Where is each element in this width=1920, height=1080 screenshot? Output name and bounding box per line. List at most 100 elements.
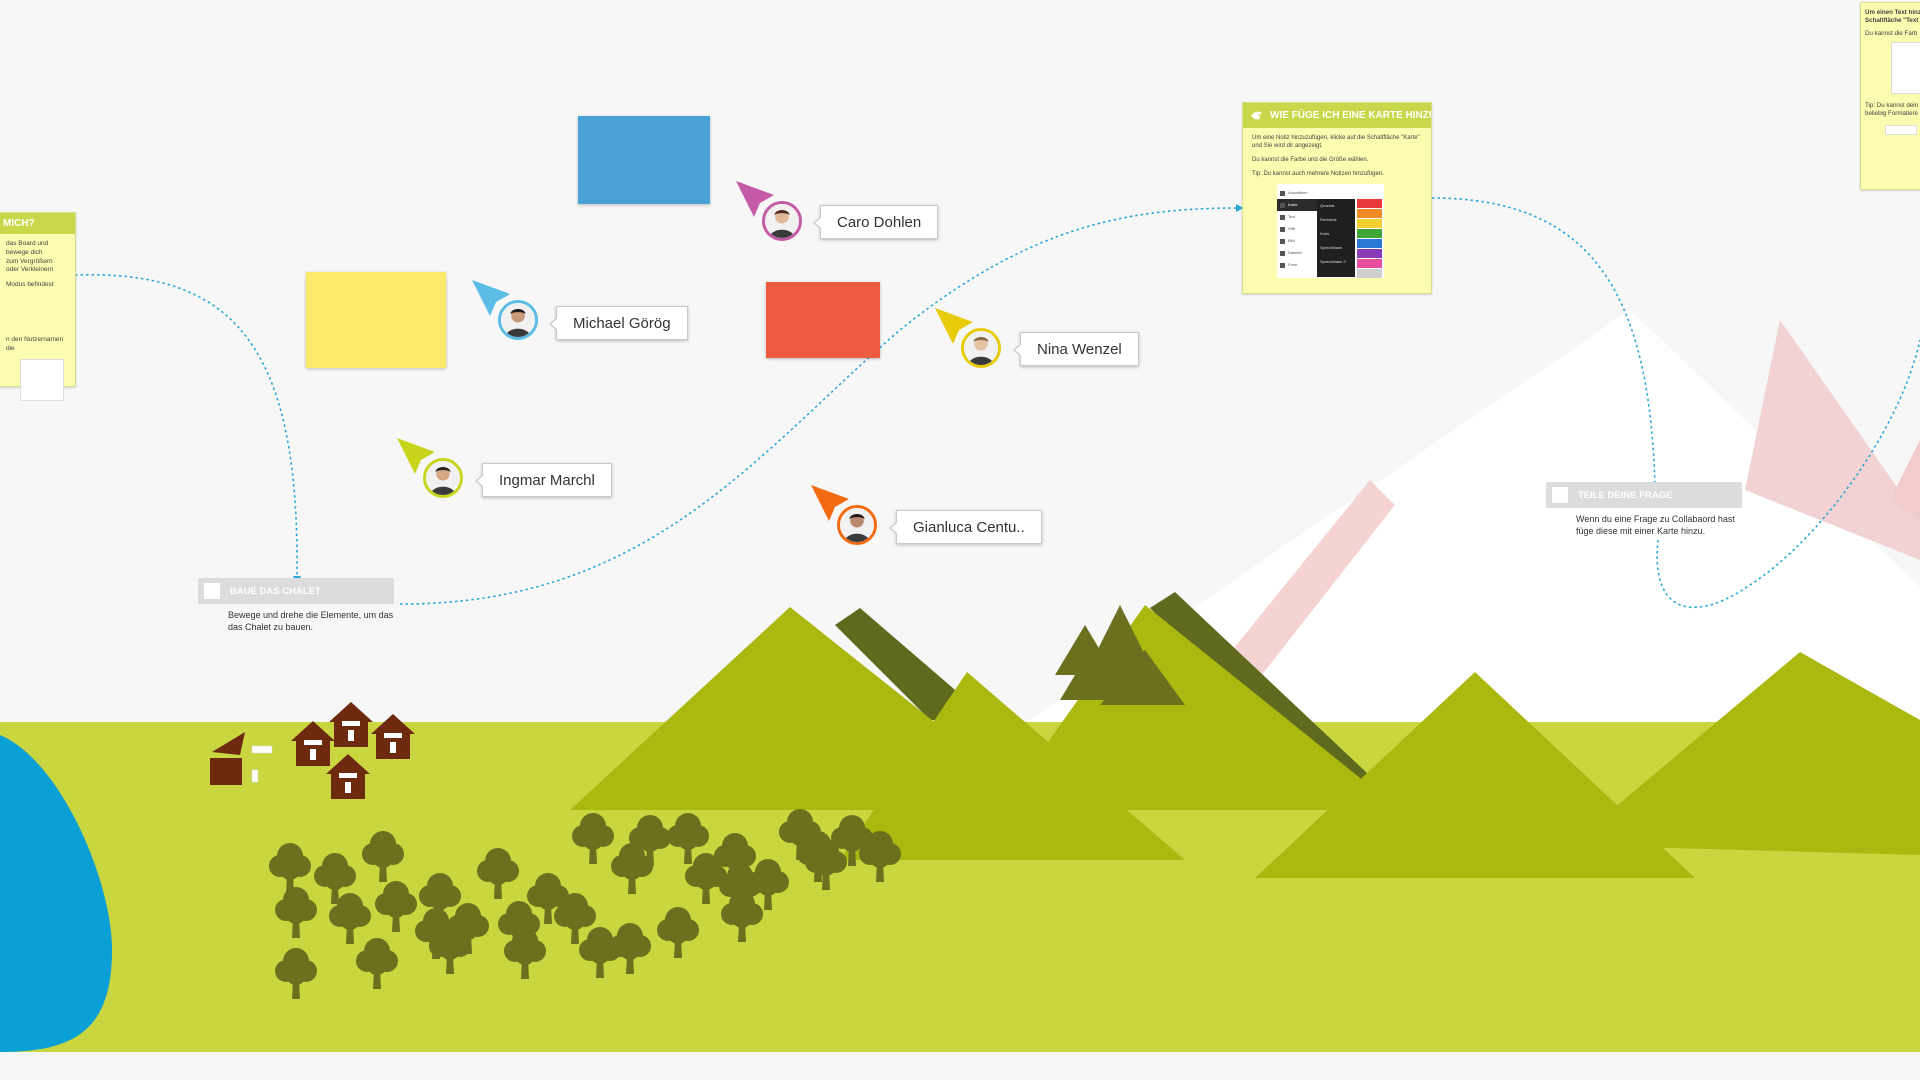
tree [579, 927, 621, 978]
tree [554, 893, 596, 944]
card-text: Um eine Notiz hinzuzufügen, klicke auf d… [1252, 135, 1420, 150]
color-swatch [1357, 249, 1382, 259]
tree [629, 815, 671, 866]
collaborator-name-tag: Michael Görög [549, 306, 688, 340]
card-how-to-add-text[interactable]: Um einen Text hinz Schaltfläche "Text Du… [1860, 2, 1920, 190]
card-header: WIE FÜGE ICH EINE KARTE HINZU? [1243, 103, 1431, 128]
color-swatch [1357, 239, 1382, 249]
collaborator-avatar[interactable] [423, 458, 463, 498]
tree [719, 863, 761, 914]
task-checkbox[interactable] [1552, 487, 1568, 503]
card-text: n den Nutzernamen die [6, 335, 64, 352]
menu-item: Text [1277, 211, 1317, 224]
submenu-item: Rechteck [1320, 217, 1337, 223]
chalet-house [329, 702, 373, 747]
tree [314, 853, 356, 904]
menu-item-icon [1280, 226, 1285, 232]
card-title: WIE FÜGE ICH EINE KARTE HINZU? [1270, 110, 1431, 121]
menu-item: Dateien [1277, 247, 1317, 260]
card-title: Schaltfläche "Text [1865, 17, 1919, 25]
card-how-to-add-card[interactable]: WIE FÜGE ICH EINE KARTE HINZU? Um eine N… [1242, 102, 1432, 294]
collaborator-avatar[interactable] [837, 505, 877, 545]
task-description: Wenn du eine Frage zu Collabaord hast fü… [1576, 514, 1735, 537]
collaborator-avatar[interactable] [498, 300, 538, 340]
task-title: TEILE DEINE FRAGE [1578, 489, 1673, 501]
tree [275, 887, 317, 938]
pink-ridge-left [1200, 480, 1395, 690]
tree [657, 907, 699, 958]
card-title: Um einen Text hinz [1865, 9, 1920, 16]
user-face-icon [501, 303, 535, 337]
color-swatch [1357, 219, 1382, 229]
chalet-house [371, 714, 415, 759]
card-body: Um einen Text hinz Schaltfläche "Text Du… [1861, 3, 1920, 141]
collaborator-avatar[interactable] [961, 328, 1001, 368]
tree [275, 948, 317, 999]
card-text: Du kannst die Farbe und die Größe wählen… [1252, 157, 1369, 164]
collaborator-name-tag: Ingmar Marchl [475, 463, 612, 497]
tree [477, 848, 519, 899]
tree [667, 813, 709, 864]
menu-item-label: Stift [1288, 226, 1295, 232]
user-face-icon [765, 204, 799, 238]
color-swatch [1357, 209, 1382, 219]
task-header: TEILE DEINE FRAGE [1546, 482, 1742, 508]
blue-sticky-note[interactable] [578, 116, 710, 204]
tree [527, 873, 569, 924]
color-swatch [1357, 229, 1382, 239]
green-mountain-3 [1000, 605, 1400, 810]
user-face-icon [426, 461, 460, 495]
menu-item-icon [1280, 190, 1285, 196]
chalet-house [291, 721, 335, 766]
menu-item-icon [1280, 238, 1285, 244]
menu-item-label: Dateien [1288, 250, 1302, 256]
menu-item-label: Auswählen [1288, 190, 1308, 196]
card-screenshot-thumbnail [20, 359, 64, 402]
hand-pointer-icon [1249, 108, 1264, 123]
card-text: beliebig Formatiere [1865, 110, 1918, 118]
tree [356, 938, 398, 989]
green-mountain-2 [840, 672, 1185, 860]
collaborator-name-tag: Nina Wenzel [1013, 332, 1139, 366]
task-title: BAUE DAS CHALET [230, 585, 321, 597]
menu-item: Karte [1277, 199, 1317, 212]
card-title: MICH? [3, 218, 35, 229]
pine-trees [1055, 605, 1185, 705]
collaborator-avatar[interactable] [762, 201, 802, 241]
tree [415, 908, 457, 959]
card-text: Modus befindest [6, 281, 54, 289]
menu-item: Stift [1277, 223, 1317, 236]
tree [859, 831, 901, 882]
chalet-house [326, 754, 370, 799]
chalet-houses [291, 702, 415, 799]
task-checkbox[interactable] [204, 583, 220, 599]
menu-item: Bild [1277, 235, 1317, 248]
red-sticky-note[interactable] [766, 282, 880, 358]
task-share-question[interactable]: TEILE DEINE FRAGE Wenn du eine Frage zu … [1546, 482, 1742, 537]
menu-item-label: Form [1288, 262, 1298, 268]
forest [269, 809, 901, 999]
task-build-chalet[interactable]: BAUE DAS CHALET Bewege und drehe die Ele… [198, 578, 394, 633]
card-body: Um eine Notiz hinzuzufügen, klicke auf d… [1243, 128, 1431, 284]
user-face-icon [964, 331, 998, 365]
yellow-sticky-note[interactable] [306, 272, 446, 368]
text-toolbar-screenshot [1891, 42, 1920, 95]
tree [609, 923, 651, 974]
menu-item: Form [1277, 259, 1317, 272]
color-swatch [1357, 199, 1382, 209]
format-input-screenshot [1885, 124, 1917, 135]
tree [362, 831, 404, 882]
card-text: das Board und bewege dich [6, 240, 49, 256]
green-mountain-4 [1255, 672, 1695, 878]
menu-item-label: Bild [1288, 238, 1295, 244]
menu-item-icon [1280, 250, 1285, 256]
card-navigation-help[interactable]: MICH? das Board und bewege dich zum Verg… [0, 212, 76, 402]
menu-item-icon [1280, 262, 1285, 268]
color-swatch [1357, 259, 1382, 269]
color-swatch [1357, 269, 1382, 279]
tree [375, 881, 417, 932]
